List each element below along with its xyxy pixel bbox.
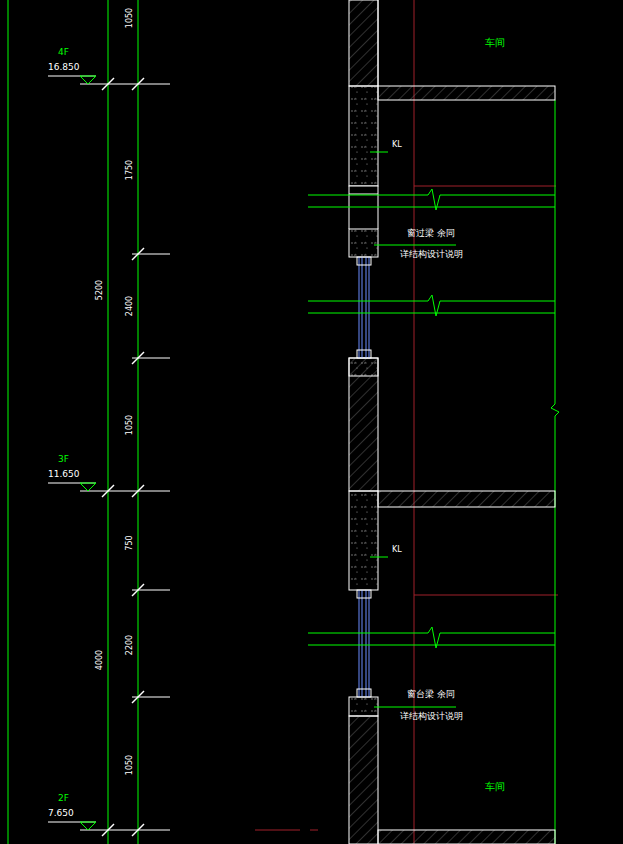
floor-name: 3F xyxy=(58,455,69,464)
floor-name: 2F xyxy=(58,794,69,803)
level-elevation: 11.650 xyxy=(48,470,80,479)
dimension-text: 2400 xyxy=(126,296,134,316)
dimension-text: 1050 xyxy=(126,755,134,775)
beam-tag: KL xyxy=(392,141,402,149)
beam-tag: KL xyxy=(392,546,402,554)
dimension-text: 4000 xyxy=(96,650,104,670)
level-elevation: 7.650 xyxy=(48,809,74,818)
dimension-text: 1050 xyxy=(126,8,134,28)
room-name: 车间 xyxy=(485,782,505,792)
dimension-text: 750 xyxy=(126,535,134,550)
dimension-text: 5200 xyxy=(96,280,104,300)
level-elevation: 16.850 xyxy=(48,63,80,72)
dimension-text: 1750 xyxy=(126,160,134,180)
lintel-note: 窗过梁 余同 xyxy=(407,229,455,238)
dimension-text: 2200 xyxy=(126,635,134,655)
floor-name: 4F xyxy=(58,48,69,57)
lintel-note: 详结构设计说明 xyxy=(400,250,463,259)
room-name: 车间 xyxy=(485,38,505,48)
sill-note: 详结构设计说明 xyxy=(400,712,463,721)
dimension-text: 1050 xyxy=(126,415,134,435)
sill-note: 窗台梁 余同 xyxy=(407,690,455,699)
